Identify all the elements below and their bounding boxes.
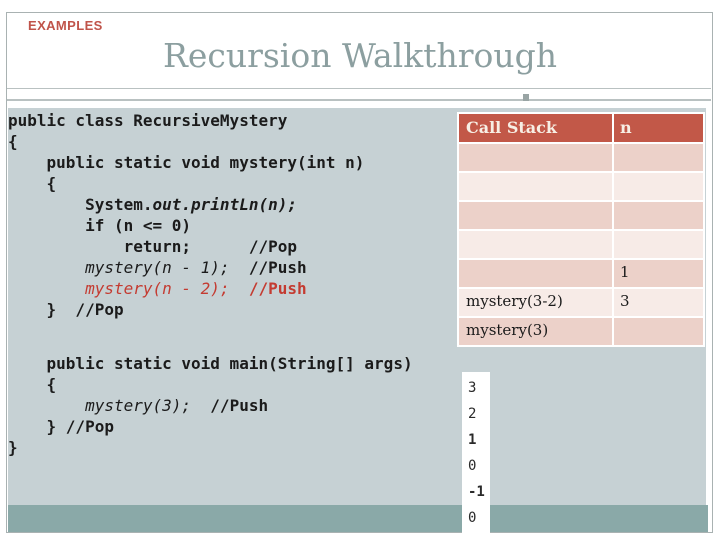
code-segment: if (n <= 0) bbox=[8, 216, 192, 235]
code-block-main: public static void main(String[] args) {… bbox=[8, 353, 413, 458]
code-segment: { bbox=[8, 174, 57, 193]
n-cell bbox=[614, 231, 703, 258]
code-line: mystery(3); //Push bbox=[8, 395, 413, 416]
slide-title: Recursion Walkthrough bbox=[162, 36, 558, 75]
call-stack-cell bbox=[459, 231, 612, 258]
console-value: 0 bbox=[468, 510, 477, 526]
code-segment: //Push bbox=[248, 279, 307, 298]
call-stack-row: 1 bbox=[459, 260, 703, 287]
code-block-mystery: public class RecursiveMystery { public st… bbox=[8, 110, 364, 320]
n-header: n bbox=[614, 114, 703, 142]
header-separator-line bbox=[7, 88, 711, 89]
console-value: -1 bbox=[468, 484, 485, 500]
code-segment: } //Pop bbox=[8, 417, 114, 436]
code-segment: return; //Pop bbox=[8, 237, 297, 256]
footer-accent-strip bbox=[8, 505, 708, 532]
console-value: 2 bbox=[468, 406, 477, 422]
call-stack-row bbox=[459, 173, 703, 200]
code-segment: mystery(n - 1); bbox=[85, 258, 230, 277]
code-line: { bbox=[8, 131, 364, 152]
code-line: { bbox=[8, 173, 364, 194]
code-segment bbox=[8, 279, 85, 298]
call-stack-cell bbox=[459, 202, 612, 229]
call-stack-cell: mystery(3-2) bbox=[459, 289, 612, 316]
code-line: { bbox=[8, 374, 413, 395]
section-kicker: EXAMPLES bbox=[28, 18, 103, 33]
console-value: 3 bbox=[468, 380, 477, 396]
call-stack-cell: mystery(3) bbox=[459, 318, 612, 345]
separator-ornament-square bbox=[523, 94, 529, 101]
call-stack-header: Call Stack bbox=[459, 114, 612, 142]
code-segment: { bbox=[8, 375, 57, 394]
code-segment: //Push bbox=[229, 258, 307, 277]
console-value: 0 bbox=[468, 458, 477, 474]
call-stack-cell bbox=[459, 260, 612, 287]
n-cell bbox=[614, 318, 703, 345]
n-cell bbox=[614, 144, 703, 171]
call-stack-row bbox=[459, 144, 703, 171]
code-line: public class RecursiveMystery bbox=[8, 110, 364, 131]
code-segment bbox=[230, 279, 249, 298]
call-stack-row bbox=[459, 202, 703, 229]
call-stack-cell bbox=[459, 173, 612, 200]
n-cell bbox=[614, 202, 703, 229]
code-line: if (n <= 0) bbox=[8, 215, 364, 236]
call-stack-row: mystery(3-2)3 bbox=[459, 289, 703, 316]
code-line: } //Pop bbox=[8, 299, 364, 320]
code-line: public static void mystery(int n) bbox=[8, 152, 365, 173]
code-segment: { bbox=[8, 132, 18, 151]
call-stack-cell bbox=[459, 144, 612, 171]
call-stack-row bbox=[459, 231, 703, 258]
n-cell: 1 bbox=[614, 260, 703, 287]
code-segment: public static void mystery(int n) bbox=[8, 153, 365, 172]
console-output-strip: 3 2 1 0 -1 0 bbox=[462, 372, 490, 540]
code-segment: public class RecursiveMystery bbox=[8, 111, 288, 130]
code-line: mystery(n - 2); //Push bbox=[8, 278, 364, 299]
code-segment: out.printLn(n); bbox=[152, 195, 298, 214]
code-segment: } //Pop bbox=[8, 300, 124, 319]
code-segment: mystery(3); bbox=[85, 396, 192, 415]
header-separator-line bbox=[7, 99, 711, 101]
code-line: } bbox=[8, 437, 413, 458]
code-segment: //Push bbox=[191, 396, 269, 415]
console-value: 1 bbox=[468, 432, 477, 448]
call-stack-row: mystery(3) bbox=[459, 318, 703, 345]
code-segment: mystery(n - 2); bbox=[85, 279, 230, 298]
n-cell bbox=[614, 173, 703, 200]
code-segment bbox=[8, 258, 85, 277]
code-line: public static void main(String[] args) bbox=[8, 353, 413, 374]
code-line: return; //Pop bbox=[8, 236, 364, 257]
code-line: } //Pop bbox=[8, 416, 413, 437]
code-segment bbox=[8, 396, 85, 415]
code-line: mystery(n - 1); //Push bbox=[8, 257, 364, 278]
code-segment: } bbox=[8, 438, 18, 457]
code-segment: System. bbox=[8, 195, 153, 214]
code-segment: public static void main(String[] args) bbox=[8, 354, 413, 373]
n-cell: 3 bbox=[614, 289, 703, 316]
code-line: System.out.printLn(n); bbox=[8, 194, 364, 215]
